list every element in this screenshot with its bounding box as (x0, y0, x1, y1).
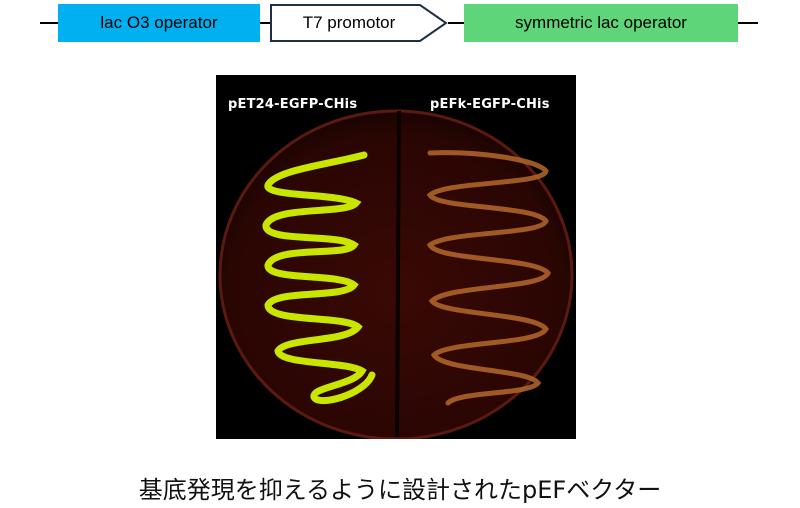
right-streak (426, 150, 551, 406)
backbone-line-right (738, 22, 758, 24)
figure-caption: 基底発現を抑えるように設計されたpEFベクター (138, 476, 662, 504)
backbone-line-mid1 (260, 22, 270, 24)
lac-o3-operator-label: lac O3 operator (100, 13, 218, 32)
symmetric-lac-operator-label: symmetric lac operator (515, 13, 687, 32)
symmetric-lac-operator-box: symmetric lac operator (464, 4, 738, 42)
agar-plate-photo: pET24-EGFP-CHis pEFk-EGFP-CHis (216, 75, 576, 439)
backbone-line-left (40, 22, 58, 24)
backbone-line-mid2 (448, 22, 464, 24)
right-plate-label: pEFk-EGFP-CHis (430, 97, 550, 112)
plasmid-construct-diagram: lac O3 operator T7 promotor symmetric la… (0, 0, 800, 50)
plate-divider (395, 110, 401, 438)
promoter-arrow-shape (270, 4, 448, 42)
left-plate-label: pET24-EGFP-CHis (228, 97, 358, 112)
t7-promoter-label: T7 promotor (302, 13, 396, 32)
left-streak (262, 151, 376, 405)
t7-promoter-arrow: T7 promotor (270, 4, 448, 42)
lac-o3-operator-box: lac O3 operator (58, 4, 260, 42)
plate-illustration (218, 109, 574, 439)
